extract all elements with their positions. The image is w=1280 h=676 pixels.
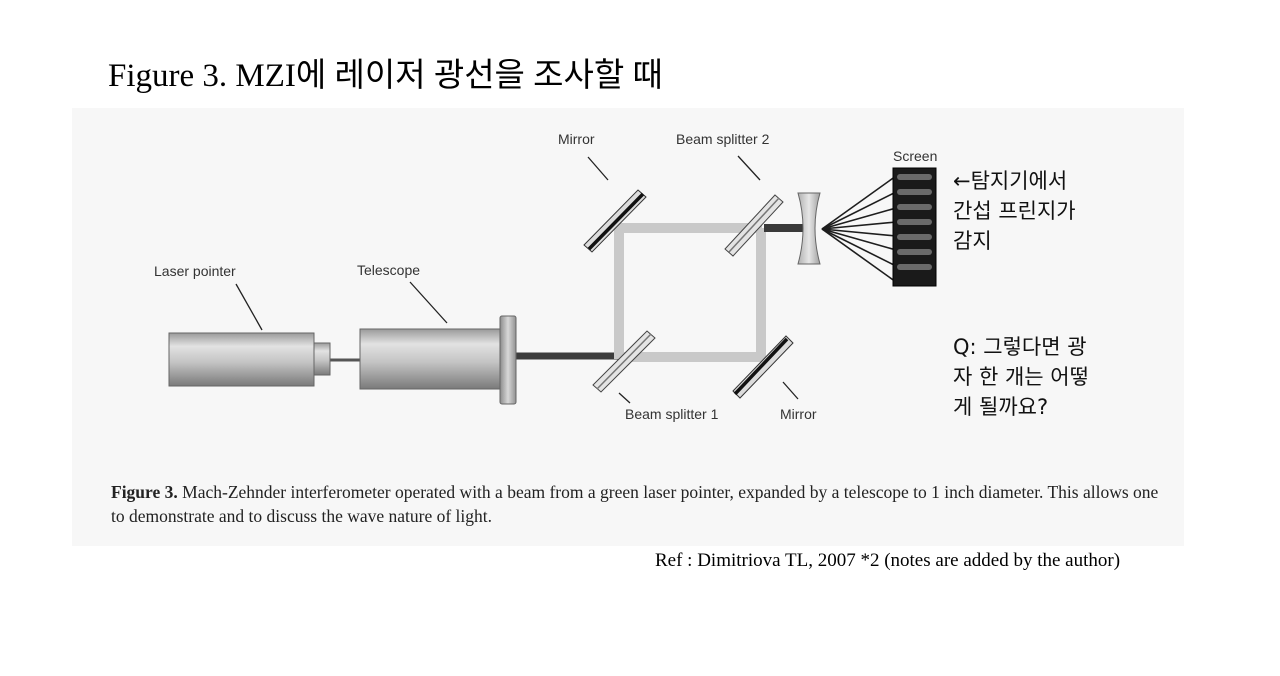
- mirror-bottom: [732, 335, 794, 399]
- beam-splitter-2: [724, 194, 784, 257]
- label-beam-splitter-2: Beam splitter 2: [676, 131, 770, 147]
- figure-caption: Figure 3. Mach-Zehnder interferometer op…: [111, 480, 1171, 528]
- caption-label: Figure 3.: [111, 482, 178, 502]
- beam-paths: [330, 175, 897, 362]
- detector-note-line: ←탐지기에서: [953, 169, 1068, 193]
- detector-note: ←탐지기에서 간섭 프린지가 감지: [953, 166, 1076, 256]
- label-mirror-bottom: Mirror: [780, 406, 817, 422]
- question-note-line: 자 한 개는 어떻: [953, 365, 1089, 389]
- mirror-top: [583, 189, 647, 253]
- laser-pointer: [168, 332, 331, 387]
- detector-note-line: 감지: [953, 229, 992, 253]
- caption-text: Mach-Zehnder interferometer operated wit…: [111, 482, 1159, 526]
- question-note: Q: 그렇다면 광 자 한 개는 어떻 게 될까요?: [953, 332, 1089, 422]
- slide-title: Figure 3. MZI에 레이저 광선을 조사할 때: [108, 58, 663, 94]
- question-note-line: Q: 그렇다면 광: [953, 335, 1087, 359]
- screen: [892, 167, 937, 287]
- label-screen: Screen: [893, 148, 937, 164]
- question-note-line: 게 될까요?: [953, 395, 1049, 419]
- figure-panel: [72, 108, 1184, 546]
- leader-lines: [235, 155, 799, 404]
- beam-splitter-1: [592, 330, 656, 393]
- label-telescope: Telescope: [357, 262, 420, 278]
- label-laser-pointer: Laser pointer: [154, 263, 236, 279]
- label-beam-splitter-1: Beam splitter 1: [625, 406, 719, 422]
- diverging-lens: [797, 192, 821, 265]
- detector-note-line: 간섭 프린지가: [953, 199, 1076, 223]
- label-mirror-top: Mirror: [558, 131, 595, 147]
- telescope: [359, 315, 517, 405]
- reference: Ref : Dimitriova TL, 2007 *2 (notes are …: [655, 550, 1121, 571]
